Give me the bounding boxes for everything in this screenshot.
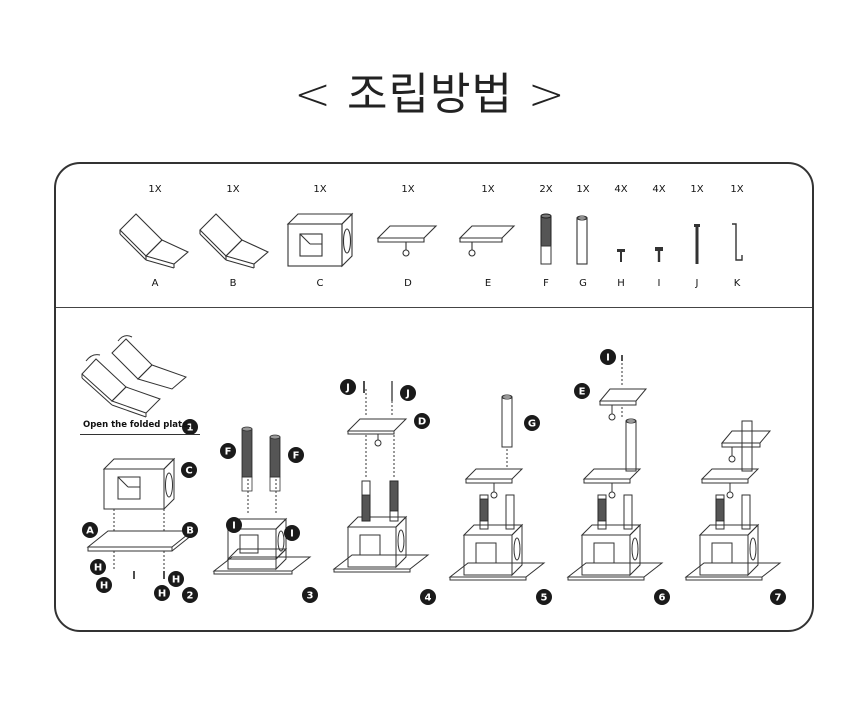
callout-g: G [528,419,536,430]
part-label-a: A [151,278,159,289]
callout-f-2: F [293,451,300,462]
callout-badges: A B C H H H H F F I I J J D G E I [82,349,616,601]
part-qty-e: 1X [481,184,495,195]
step-3-drawing [212,479,312,575]
part-a-folded-plate-icon [119,213,190,269]
step-3-number: 3 [307,591,314,602]
part-label-f: F [543,278,549,289]
step-3-sisal-post-left [241,428,253,478]
part-label-e: E [484,278,492,289]
part-label-k: K [733,278,741,289]
part-qty-i: 4X [652,184,666,195]
step-5-sisal-post-left [479,498,489,522]
hardware-screws [133,355,623,579]
callout-j-2: J [405,389,410,400]
step-4-sisal-post-left [361,494,371,522]
step-6-number: 6 [659,593,666,604]
step-6-sisal-post-left [597,498,607,522]
step-number-badges: 1 2 3 4 5 6 7 [182,419,786,605]
part-e-platform-plate-icon [458,225,516,257]
part-g-plain-post-icon [576,215,588,265]
callout-a: A [86,526,94,537]
page-title: < 조립방법 > [294,69,566,120]
step-7-drawing [684,420,782,581]
callout-c: C [185,466,192,477]
step-4-drawing [332,389,430,573]
part-qty-g: 1X [576,184,590,195]
callout-h-3: H [172,575,180,586]
step-3-sisal-post-right [269,436,281,478]
step-4-number: 4 [425,593,432,604]
callout-i-3: I [606,353,610,364]
part-qty-c: 1X [313,184,327,195]
part-h-screw-icon [617,249,625,262]
step-1-number: 1 [187,423,194,434]
step-1-drawing [81,335,187,418]
assembly-instructions-panel: 1X 1X 1X 1X 1X 2X 1X 4X 4X 1X 1X [54,162,814,632]
step-4-sisal-post-right [389,480,399,512]
parts-list-drawings [119,212,743,269]
callout-h-1: H [94,563,102,574]
part-label-j: J [695,278,699,289]
callout-i-2: I [290,529,294,540]
part-label-b: B [229,278,237,289]
callout-d: D [418,417,426,428]
part-qty-a: 1X [148,184,162,195]
part-label-d: D [404,278,412,289]
part-i-bolt-icon [655,247,663,262]
part-qty-b: 1X [226,184,240,195]
callout-i-1: I [232,521,236,532]
part-k-allen-key-icon [732,223,743,261]
part-label-c: C [316,278,324,289]
part-f-sisal-post-icon [540,213,552,265]
step-7-sisal-post-left [715,498,725,522]
callout-e: E [579,387,586,398]
part-qty-f: 2X [539,184,553,195]
callout-j-1: J [345,383,350,394]
step-1-instruction: Open the folded plate. [83,420,192,430]
part-qty-d: 1X [401,184,415,195]
part-qty-k: 1X [730,184,744,195]
part-c-cube-box-icon [286,212,354,268]
part-qty-h: 4X [614,184,628,195]
callout-h-2: H [100,581,108,592]
part-qty-j: 1X [690,184,704,195]
callout-h-4: H [158,589,166,600]
part-label-i: I [657,278,661,289]
step-5-drawing [448,394,546,581]
part-d-platform-plate-icon [376,225,438,257]
part-label-h: H [617,278,625,289]
step-5-number: 5 [541,593,548,604]
step-7-number: 7 [775,593,782,604]
instruction-underline [80,434,200,435]
panel-divider [56,307,812,308]
callout-f-1: F [225,447,232,458]
part-j-long-screw-icon [694,224,700,264]
part-b-folded-plate-icon [199,213,270,269]
step-2-drawing [86,457,194,571]
part-label-g: G [579,278,587,289]
step-2-number: 2 [187,591,194,602]
assembly-steps-drawing: A B C H H H H F F I I J J D G E I 1 2 3 … [81,335,786,605]
callout-b: B [186,526,194,537]
